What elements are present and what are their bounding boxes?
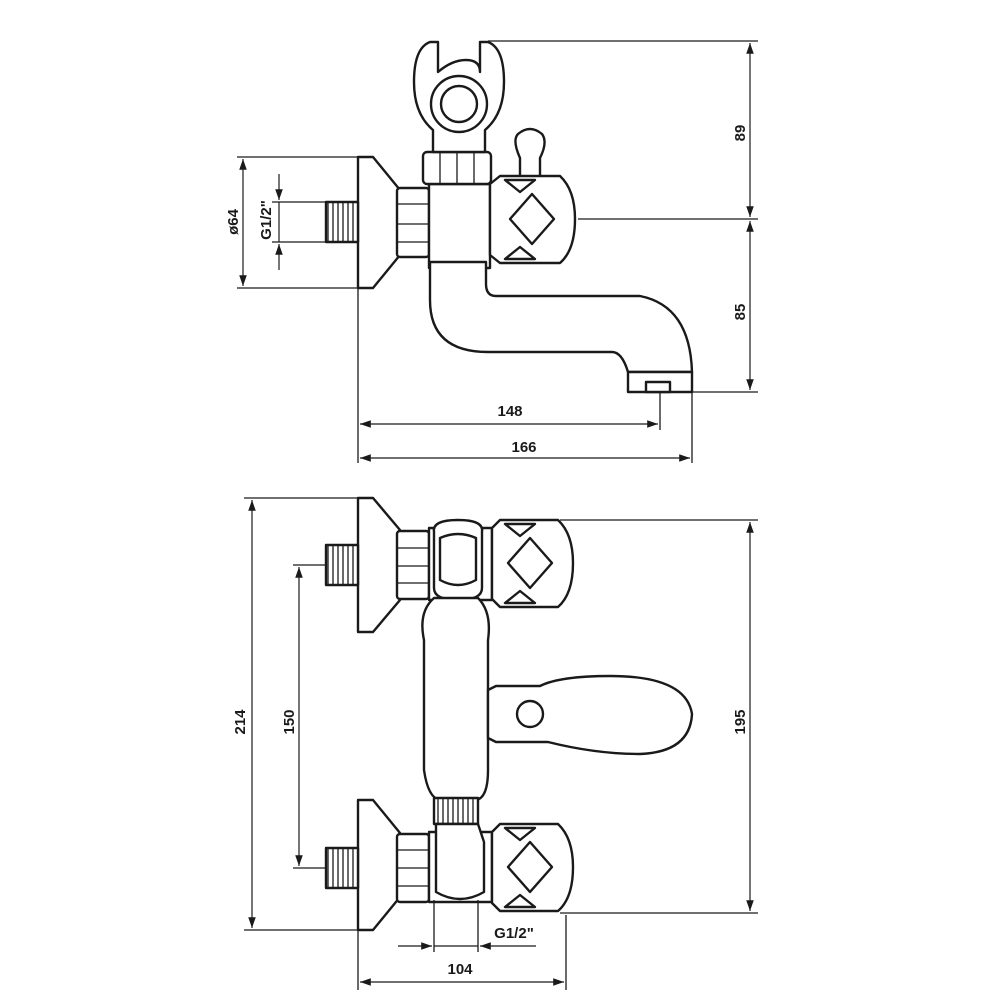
central-body xyxy=(421,596,491,802)
dim-150: 150 xyxy=(281,709,298,734)
dim-166: 166 xyxy=(511,439,536,456)
lever-handle xyxy=(486,674,694,756)
dim-148: 148 xyxy=(497,403,522,420)
inlet-connector xyxy=(324,200,360,244)
front-view: 214 150 195 G1/2" 104 xyxy=(232,496,758,990)
spout xyxy=(428,260,694,374)
dim-214: 214 xyxy=(232,709,249,735)
wall-flange xyxy=(356,155,402,290)
lower-valve-handle xyxy=(490,822,575,913)
outlet-thread xyxy=(432,796,480,826)
top-view: 89 85 ø64 G1/2" 148 166 xyxy=(225,40,758,463)
dim-diameter: ø64 xyxy=(225,208,242,235)
mixer-body xyxy=(427,182,492,270)
dim-195: 195 xyxy=(732,709,749,734)
diverter-knob xyxy=(514,127,546,182)
diverter-collar xyxy=(421,150,493,186)
lower-inlet xyxy=(324,846,360,890)
lower-hex-nut xyxy=(395,832,431,904)
upper-valve-handle xyxy=(490,518,575,609)
front-shower-holder xyxy=(432,518,484,602)
lower-flange xyxy=(356,798,402,932)
shower-holder xyxy=(412,40,506,154)
dim-thread-top: G1/2" xyxy=(258,200,275,240)
dim-104: 104 xyxy=(447,961,473,978)
hex-nut xyxy=(395,186,431,259)
aerator xyxy=(626,370,694,394)
upper-inlet xyxy=(324,543,360,587)
valve-handle xyxy=(488,174,577,265)
dim-89: 89 xyxy=(732,125,749,142)
upper-hex-nut xyxy=(395,529,431,601)
dim-85: 85 xyxy=(732,304,749,321)
upper-flange xyxy=(356,496,402,634)
dim-thread-bottom: G1/2" xyxy=(494,925,534,942)
